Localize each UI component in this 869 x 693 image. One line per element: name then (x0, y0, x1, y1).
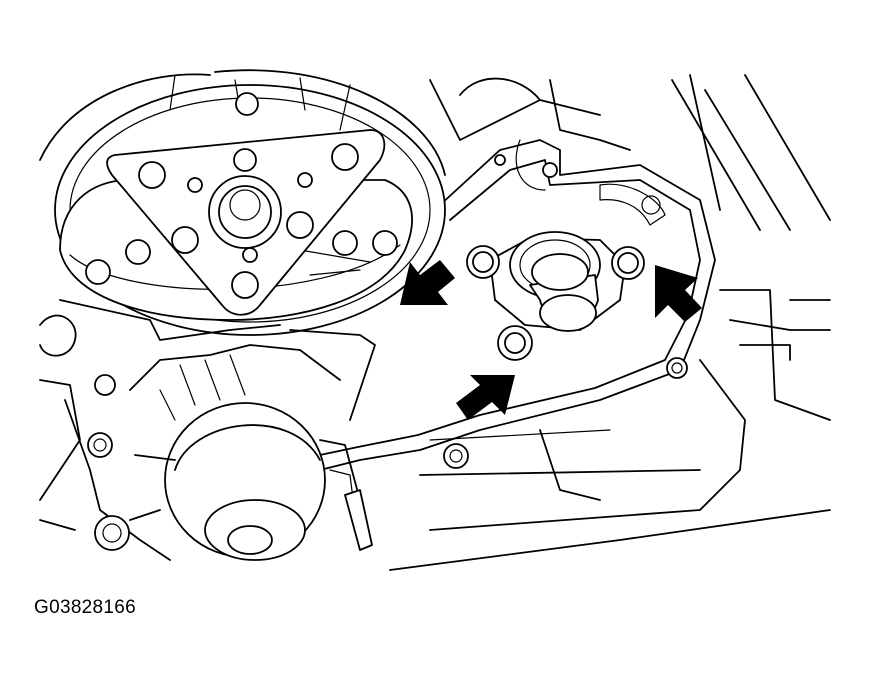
figure-id-label: G03828166 (34, 597, 137, 618)
engine-block-background (389, 74, 831, 571)
arrow-left (400, 260, 455, 305)
left-bracket (39, 314, 176, 561)
arrow-bottom (456, 375, 515, 420)
timing-cover (299, 139, 716, 481)
idler-pulley-assembly (489, 231, 626, 332)
water-pump (59, 299, 376, 561)
arrow-right (655, 265, 702, 322)
bolt-bottom (497, 325, 533, 361)
bolt-right (611, 246, 645, 280)
bolt-left (466, 245, 500, 279)
plate-holes (85, 92, 398, 299)
